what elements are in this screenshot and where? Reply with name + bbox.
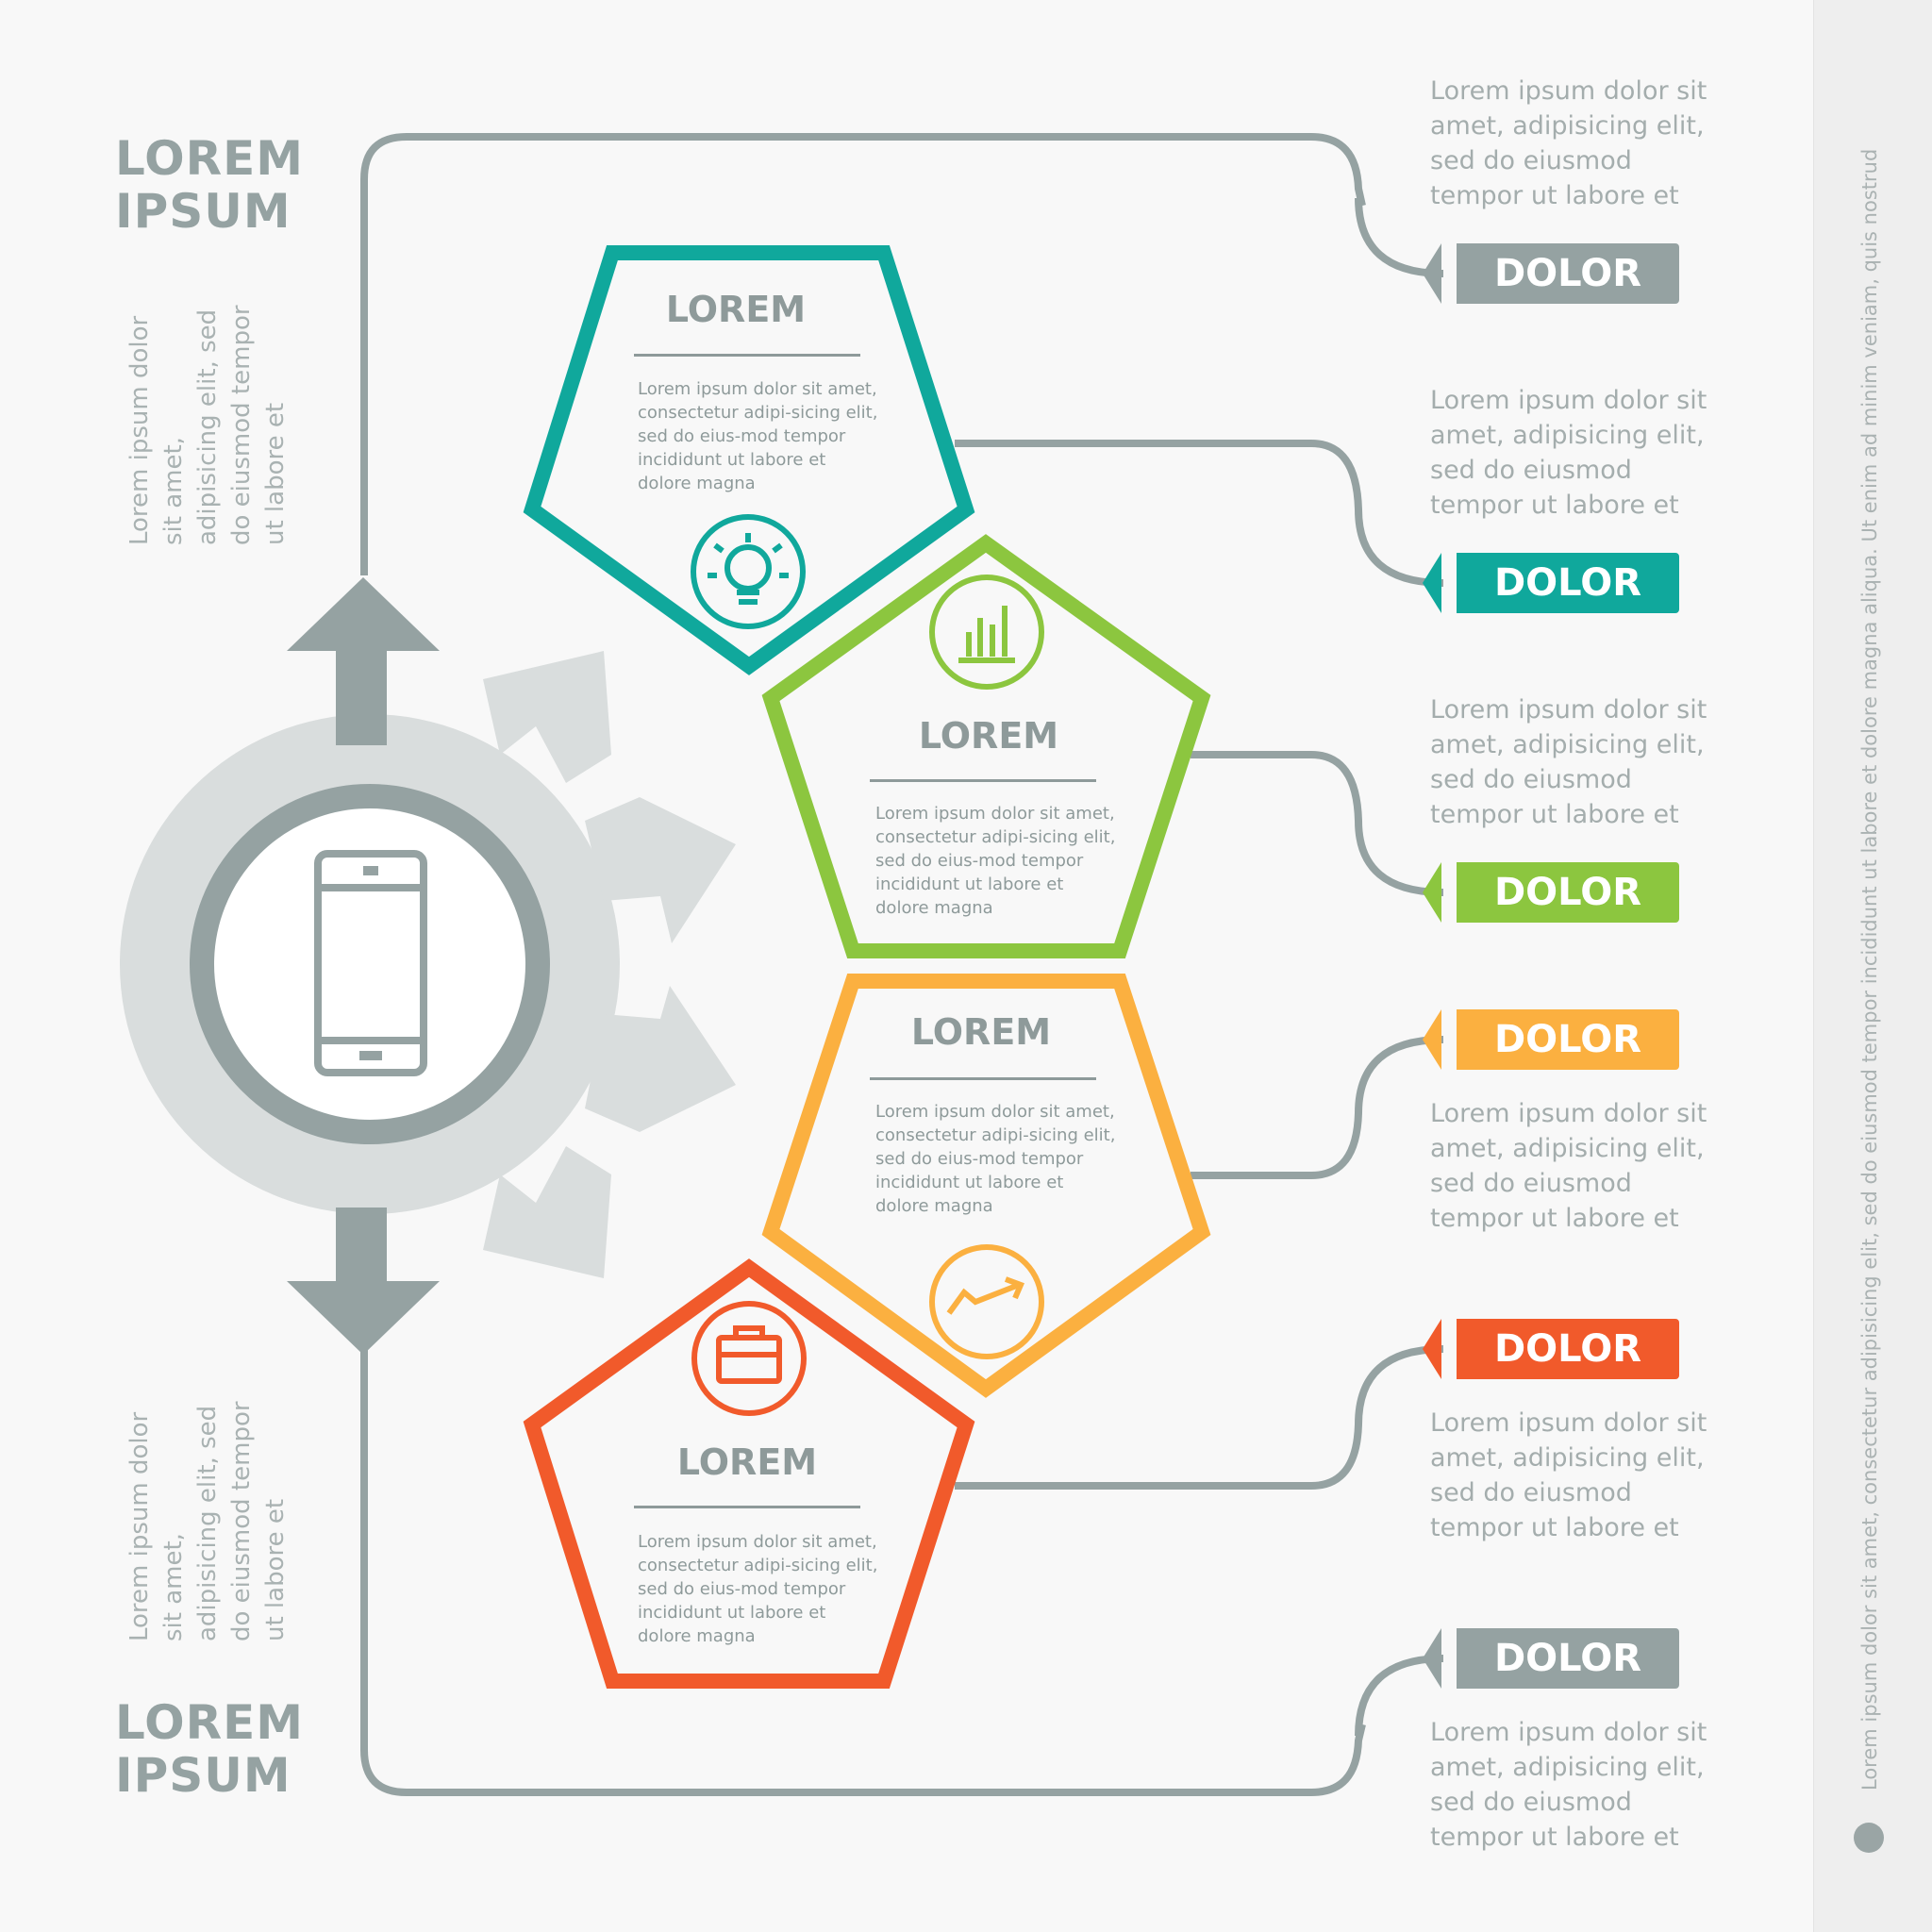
heading-bottom-line2: IPSUM <box>115 1748 291 1803</box>
tag-1-text: Lorem ipsum dolor sit amet, adipisicing … <box>1430 76 1707 210</box>
heading-bottom: LOREM IPSUM <box>115 1696 304 1802</box>
tag-3-text: Lorem ipsum dolor sit amet, adipisicing … <box>1430 695 1707 829</box>
tag-4-label: DOLOR <box>1493 1018 1642 1061</box>
pentagon-4-rule <box>634 1506 860 1508</box>
tag-connectors <box>955 197 1444 1737</box>
sidebar-dot <box>1854 1823 1884 1853</box>
tag-notches <box>1423 243 1441 1689</box>
pentagon-3-rule <box>870 1077 1096 1080</box>
pentagon-1-body: Lorem ipsum dolor sit amet, consectetur … <box>638 379 878 493</box>
lightbulb-icon <box>691 514 806 629</box>
frame-line-bottom <box>360 1349 1366 1796</box>
tag-4-text: Lorem ipsum dolor sit amet, adipisicing … <box>1430 1099 1707 1233</box>
tag-1: DOLOR <box>1457 243 1679 304</box>
sidebar-text: Lorem ipsum dolor sit amet, consectetur … <box>1858 148 1881 1790</box>
tag-2: DOLOR <box>1457 553 1679 613</box>
tag-6: DOLOR <box>1457 1628 1679 1689</box>
tag-5-text: Lorem ipsum dolor sit amet, adipisicing … <box>1430 1408 1707 1542</box>
up-arrow <box>287 577 440 651</box>
pentagon-4-body: Lorem ipsum dolor sit amet, consectetur … <box>638 1532 878 1646</box>
tag-3: DOLOR <box>1457 862 1679 923</box>
pentagon-1-title: LOREM <box>665 289 807 330</box>
frame-line <box>360 133 1366 575</box>
pentagon-green <box>761 534 1211 958</box>
trend-arrow-icon <box>929 1244 1044 1359</box>
sidebar-panel <box>1813 0 1932 1932</box>
tag-1-label: DOLOR <box>1493 252 1642 295</box>
briefcase-icon <box>691 1301 807 1416</box>
pentagon-3-body: Lorem ipsum dolor sit amet, consectetur … <box>875 1102 1116 1216</box>
center-ring <box>190 784 550 1144</box>
pentagon-3-title: LOREM <box>910 1011 1052 1053</box>
smartphone-icon <box>314 850 427 1076</box>
pentagon-2-title: LOREM <box>918 715 1059 757</box>
heading-top-line2: IPSUM <box>115 184 291 239</box>
tag-3-label: DOLOR <box>1493 871 1642 914</box>
side-note-top: Lorem ipsum dolor sit amet, adipisicing … <box>125 305 290 545</box>
pentagon-2-body: Lorem ipsum dolor sit amet, consectetur … <box>875 804 1116 918</box>
tag-4: DOLOR <box>1457 1009 1679 1070</box>
pentagon-2-rule <box>870 779 1096 782</box>
tag-5: DOLOR <box>1457 1319 1679 1379</box>
tag-2-label: DOLOR <box>1493 561 1642 605</box>
tag-6-label: DOLOR <box>1493 1637 1642 1680</box>
pentagon-red <box>523 1258 975 1689</box>
heading-top: LOREM IPSUM <box>115 132 304 238</box>
bar-chart-icon <box>929 575 1044 690</box>
down-arrow <box>287 1281 440 1355</box>
heading-top-line1: LOREM <box>115 131 304 186</box>
tag-6-text: Lorem ipsum dolor sit amet, adipisicing … <box>1430 1718 1707 1852</box>
pentagon-1-rule <box>634 354 860 357</box>
heading-bottom-line1: LOREM <box>115 1695 304 1750</box>
tag-2-text: Lorem ipsum dolor sit amet, adipisicing … <box>1430 386 1707 520</box>
side-note-bottom: Lorem ipsum dolor sit amet, adipisicing … <box>125 1401 290 1641</box>
pentagon-orange <box>761 974 1211 1398</box>
tag-5-label: DOLOR <box>1493 1327 1642 1371</box>
pentagon-4-title: LOREM <box>676 1441 818 1483</box>
